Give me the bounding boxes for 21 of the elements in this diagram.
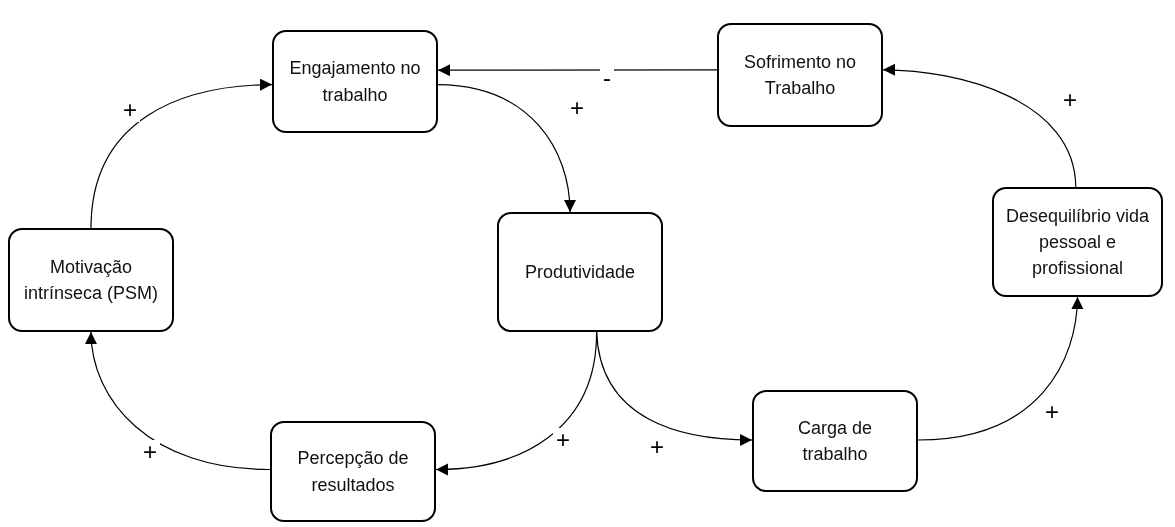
arrow bbox=[437, 84, 576, 213]
node-label: Sofrimento no Trabalho bbox=[742, 50, 858, 100]
node-label: Percepção de resultados bbox=[296, 447, 410, 497]
process-box bbox=[8, 228, 174, 332]
node-label: Produtividade bbox=[524, 260, 636, 284]
arrow bbox=[917, 296, 1083, 441]
arrow bbox=[437, 64, 718, 77]
process-box bbox=[270, 421, 436, 522]
arrow bbox=[85, 331, 271, 471]
arrow bbox=[596, 331, 753, 446]
node-label: Motivação intrínseca (PSM) bbox=[22, 255, 159, 305]
node-label: Desequilíbrio vida pessoal e profissional bbox=[1004, 204, 1151, 281]
node-label: Carga de trabalho bbox=[796, 416, 874, 466]
process-box bbox=[717, 23, 883, 127]
arrow bbox=[882, 64, 1077, 188]
process-box bbox=[497, 212, 663, 332]
arrow bbox=[90, 79, 273, 229]
process-box bbox=[752, 390, 918, 492]
process-box bbox=[992, 187, 1163, 297]
node-label: Engajamento no trabalho bbox=[288, 57, 422, 107]
process-box bbox=[272, 30, 438, 133]
